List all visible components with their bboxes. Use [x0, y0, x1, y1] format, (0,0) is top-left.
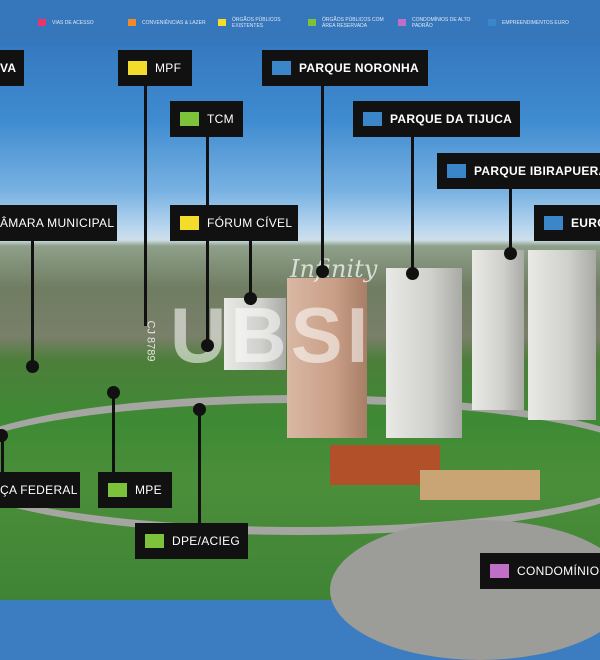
legend-swatch	[218, 19, 226, 26]
label-parque-ibirapuera[interactable]: PARQUE IBIRAPUERA	[437, 153, 600, 189]
label-text: PARQUE NORONHA	[299, 61, 419, 75]
pointer-dot	[193, 403, 206, 416]
label-camara-municipal[interactable]: ÂMARA MUNICIPAL	[0, 205, 117, 241]
legend-item: CONDOMÍNIOS DE ALTO PADRÃO	[398, 17, 480, 29]
legend-item: ÓRGÃOS PÚBLICOS EXISTENTES	[218, 17, 300, 29]
pointer-dot	[244, 292, 257, 305]
blue-square-icon	[544, 216, 563, 230]
label-text: CONDOMÍNIOS	[517, 564, 600, 578]
label-text: MPE	[135, 483, 162, 497]
legend-label: CONVENIÊNCIAS & LAZER	[142, 19, 206, 26]
label-parque-noronha[interactable]: PARQUE NORONHA	[262, 50, 428, 86]
legend-item: EMPREENDIMENTOS EURO	[488, 19, 570, 26]
legend-item: VIAS DE ACESSO	[38, 19, 120, 26]
label-euro[interactable]: EURO	[534, 205, 600, 241]
pointer-line	[509, 189, 512, 253]
legend-swatch	[308, 19, 316, 26]
label-va[interactable]: VA	[0, 50, 24, 86]
yellow-square-icon	[180, 216, 199, 230]
purple-square-icon	[490, 564, 509, 578]
label-tcm[interactable]: TCM	[170, 101, 243, 137]
label-mpe[interactable]: MPE	[98, 472, 172, 508]
pointer-line	[206, 137, 209, 345]
legend-swatch	[398, 19, 406, 26]
pointer-line	[411, 137, 414, 273]
green-square-icon	[180, 112, 199, 126]
label-text: EURO	[571, 216, 600, 230]
label-dpe-acieg[interactable]: DPE/ACIEG	[135, 523, 248, 559]
pointer-dot	[0, 429, 8, 442]
pointer-line	[1, 435, 4, 473]
label-text: TCM	[207, 112, 234, 126]
legend: VIAS DE ACESSO CONVENIÊNCIAS & LAZER ÓRG…	[0, 0, 600, 45]
yellow-square-icon	[128, 61, 147, 75]
label-parque-da-tijuca[interactable]: PARQUE DA TIJUCA	[353, 101, 520, 137]
legend-item: ÓRGÃOS PÚBLICOS COM ÁREA RESERVADA	[308, 17, 390, 29]
legend-label: ÓRGÃOS PÚBLICOS EXISTENTES	[232, 16, 281, 29]
label-text: ÇA FEDERAL	[0, 483, 78, 497]
green-square-icon	[145, 534, 164, 548]
watermark-logo: UBSI	[170, 291, 373, 379]
legend-label: CONDOMÍNIOS DE ALTO PADRÃO	[412, 16, 471, 29]
pointer-dot	[504, 247, 517, 260]
label-condominios[interactable]: CONDOMÍNIOS	[480, 553, 600, 589]
pointer-line	[321, 86, 324, 270]
pointer-dot	[316, 265, 329, 278]
label-text: FÓRUM CÍVEL	[207, 216, 293, 230]
pointer-line	[249, 240, 252, 298]
pointer-dot	[406, 267, 419, 280]
legend-label: ÓRGÃOS PÚBLICOS COM ÁREA RESERVADA	[322, 16, 384, 29]
label-text: VA	[0, 61, 17, 75]
green-square-icon	[108, 483, 127, 497]
blue-square-icon	[363, 112, 382, 126]
label-text: ÂMARA MUNICIPAL	[0, 216, 115, 230]
label-mpf[interactable]: MPF	[118, 50, 192, 86]
legend-label: EMPREENDIMENTOS EURO	[502, 19, 569, 26]
pointer-line	[198, 409, 201, 523]
pointer-line	[31, 240, 34, 366]
blue-square-icon	[447, 164, 466, 178]
label-text: MPF	[155, 61, 182, 75]
legend-swatch	[488, 19, 496, 26]
pointer-dot	[201, 339, 214, 352]
label-federal[interactable]: ÇA FEDERAL	[0, 472, 80, 508]
legend-label: VIAS DE ACESSO	[52, 19, 94, 26]
pointer-line	[112, 392, 115, 472]
label-text: PARQUE DA TIJUCA	[390, 112, 513, 126]
blue-square-icon	[272, 61, 291, 75]
label-forum-civel[interactable]: FÓRUM CÍVEL	[170, 205, 298, 241]
watermark-script: Infinity	[290, 255, 378, 283]
legend-swatch	[128, 19, 136, 26]
pointer-dot	[107, 386, 120, 399]
watermark-creci: CJ 8789	[144, 320, 157, 362]
pointer-dot	[26, 360, 39, 373]
label-text: DPE/ACIEG	[172, 534, 241, 548]
pointer-line	[144, 86, 147, 326]
legend-swatch	[38, 19, 46, 26]
legend-item: CONVENIÊNCIAS & LAZER	[128, 19, 210, 26]
label-text: PARQUE IBIRAPUERA	[474, 164, 600, 178]
